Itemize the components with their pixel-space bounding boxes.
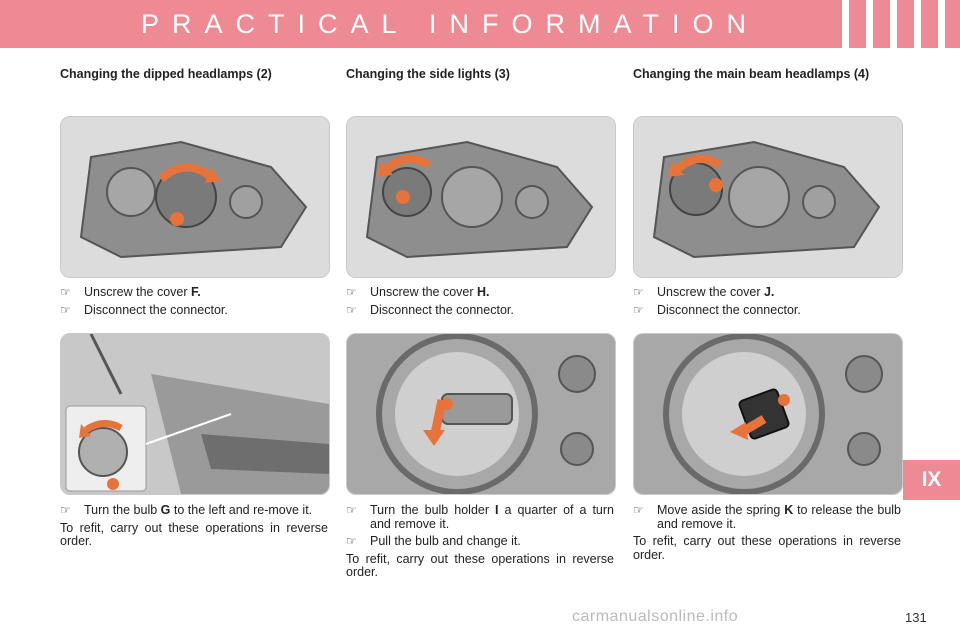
bulb-holder-photo-side — [346, 333, 616, 495]
steps-main-b: ☞Move aside the spring K to release the … — [633, 503, 901, 562]
header-stripe — [842, 0, 849, 48]
section-title: Changing the main beam headlamps (4) — [633, 67, 870, 81]
step-item: ☞Unscrew the cover H. — [346, 285, 490, 299]
step-item: ☞Disconnect the connector. — [633, 302, 801, 317]
pointing-hand-icon: ☞ — [60, 285, 71, 299]
section-side-lights: Changing the side lights (3) — [346, 68, 614, 98]
header-stripe — [938, 0, 945, 48]
refit-note: To refit, carry out these operations in … — [60, 520, 328, 548]
step-item: ☞Pull the bulb and change it. — [346, 534, 521, 548]
header-stripe — [890, 0, 897, 48]
watermark: carmanualsonline.info — [572, 608, 739, 625]
section-title: Changing the side lights (3) — [346, 67, 510, 81]
step-item: ☞Move aside the spring K to release the … — [633, 503, 901, 531]
step-item: ☞Turn the bulb G to the left and re-move… — [60, 503, 313, 517]
steps-dipped-a: ☞Unscrew the cover F. ☞Disconnect the co… — [60, 285, 328, 321]
pointing-hand-icon: ☞ — [60, 302, 71, 317]
engine-bay-photo-dipped — [60, 333, 330, 495]
steps-dipped-b: ☞Turn the bulb G to the left and re-move… — [60, 503, 328, 549]
steps-main-a: ☞Unscrew the cover J. ☞Disconnect the co… — [633, 285, 901, 321]
page-number: 131 — [905, 610, 927, 625]
step-item: ☞Unscrew the cover F. — [60, 285, 201, 299]
step-item: ☞Unscrew the cover J. — [633, 285, 775, 299]
refit-note: To refit, carry out these operations in … — [633, 534, 901, 562]
headlamp-rear-photo-dipped — [60, 116, 330, 278]
header-stripe — [866, 0, 873, 48]
pointing-hand-icon: ☞ — [346, 302, 357, 317]
pointing-hand-icon: ☞ — [633, 285, 644, 299]
spring-photo-main — [633, 333, 903, 495]
pointing-hand-icon: ☞ — [633, 302, 644, 317]
pointing-hand-icon: ☞ — [60, 503, 71, 517]
page-header: PRACTICAL INFORMATION — [0, 0, 960, 48]
step-item: ☞Disconnect the connector. — [60, 302, 228, 317]
pointing-hand-icon: ☞ — [346, 534, 357, 548]
section-dipped-headlamps: Changing the dipped headlamps (2) — [60, 68, 328, 98]
refit-note: To refit, carry out these operations in … — [346, 551, 614, 579]
headlamp-rear-photo-side — [346, 116, 616, 278]
chapter-tab[interactable]: IX — [903, 460, 960, 500]
section-title: Changing the dipped headlamps (2) — [60, 67, 272, 81]
headlamp-rear-photo-main — [633, 116, 903, 278]
pointing-hand-icon: ☞ — [633, 503, 644, 517]
header-stripe — [914, 0, 921, 48]
steps-side-b: ☞Turn the bulb holder I a quarter of a t… — [346, 503, 614, 580]
step-item: ☞Turn the bulb holder I a quarter of a t… — [346, 503, 614, 531]
steps-side-a: ☞Unscrew the cover H. ☞Disconnect the co… — [346, 285, 614, 321]
page-title: PRACTICAL INFORMATION — [140, 9, 759, 39]
step-item: ☞Disconnect the connector. — [346, 302, 514, 317]
pointing-hand-icon: ☞ — [346, 285, 357, 299]
pointing-hand-icon: ☞ — [346, 503, 357, 517]
section-main-beam: Changing the main beam headlamps (4) — [633, 68, 901, 98]
